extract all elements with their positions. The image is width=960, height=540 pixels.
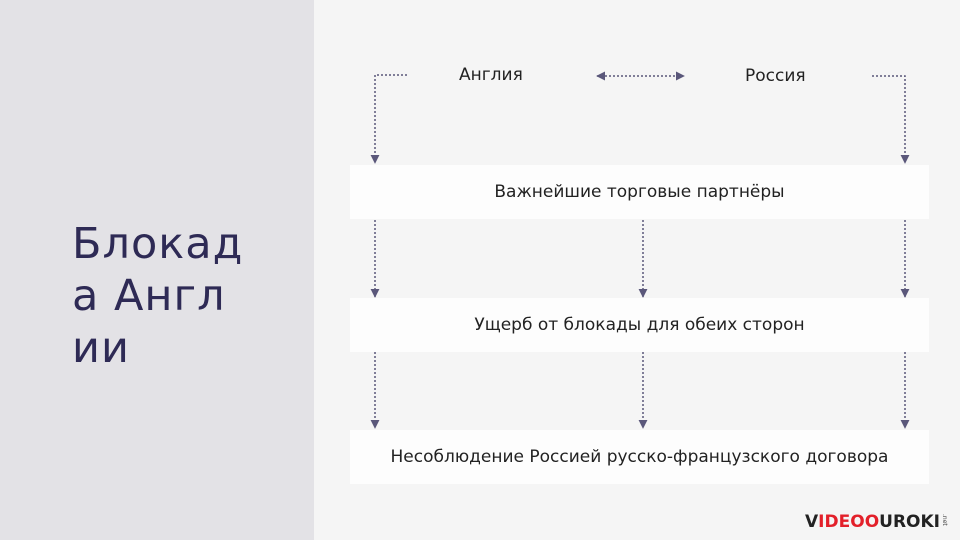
box-treaty-violation: Несоблюдение Россией русско-французского… — [350, 430, 929, 484]
box-trade-partners: Важнейшие торговые партнёры — [350, 165, 929, 219]
connector-england — [370, 74, 407, 164]
node-england: Англия — [459, 65, 523, 85]
connector-russia — [872, 75, 910, 164]
slide-title: Блокада Англии — [72, 219, 244, 373]
node-russia: Россия — [745, 66, 806, 86]
left-panel — [0, 0, 314, 540]
box-blockade-damage: Ущерб от блокады для обеих сторон — [350, 298, 929, 352]
